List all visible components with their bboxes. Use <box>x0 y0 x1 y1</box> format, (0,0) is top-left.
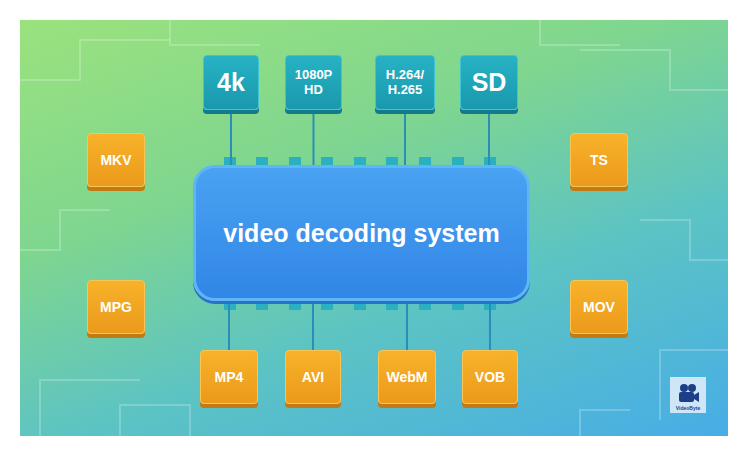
resolution-box: 4k <box>203 55 259 110</box>
box-label: TS <box>590 152 608 168</box>
format-box: MP4 <box>200 350 258 404</box>
box-label: SD <box>472 68 507 97</box>
connector-wire <box>489 301 491 350</box>
watermark: VideoByte <box>670 405 706 411</box>
connector-wire <box>404 114 406 165</box>
chip-block: video decoding system <box>193 165 530 301</box>
format-box: MKV <box>87 133 145 187</box>
connector-wire <box>488 114 490 165</box>
format-box: VOB <box>462 350 518 404</box>
connector-wire <box>312 301 314 350</box>
format-box: MOV <box>570 280 628 334</box>
connector-wire <box>228 301 230 350</box>
format-box: WebM <box>378 350 436 404</box>
connector-wire <box>230 114 232 165</box>
chip-label: video decoding system <box>223 219 499 248</box>
box-label: H.264/ H.265 <box>382 68 428 98</box>
box-label: MKV <box>100 152 131 168</box>
box-label: AVI <box>302 369 324 385</box>
box-label: VOB <box>475 369 505 385</box>
format-box: MPG <box>87 280 145 334</box>
format-box: AVI <box>285 350 341 404</box>
connector-wire <box>313 114 315 165</box>
box-label: MOV <box>583 299 615 315</box>
box-label: MP4 <box>215 369 244 385</box>
background-panel: video decoding system 4k 1080P HD H.264/ H.… <box>20 20 728 436</box>
box-label: 4k <box>217 68 245 97</box>
resolution-box: 1080P HD <box>285 55 342 110</box>
box-label: WebM <box>387 369 428 385</box>
format-box: TS <box>570 133 628 187</box>
resolution-box: SD <box>460 55 518 110</box>
box-label: 1080P HD <box>292 68 335 98</box>
codec-box: H.264/ H.265 <box>375 55 435 110</box>
logo: VideoByte <box>670 377 706 413</box>
connector-wire <box>406 301 408 350</box>
box-label: MPG <box>100 299 132 315</box>
